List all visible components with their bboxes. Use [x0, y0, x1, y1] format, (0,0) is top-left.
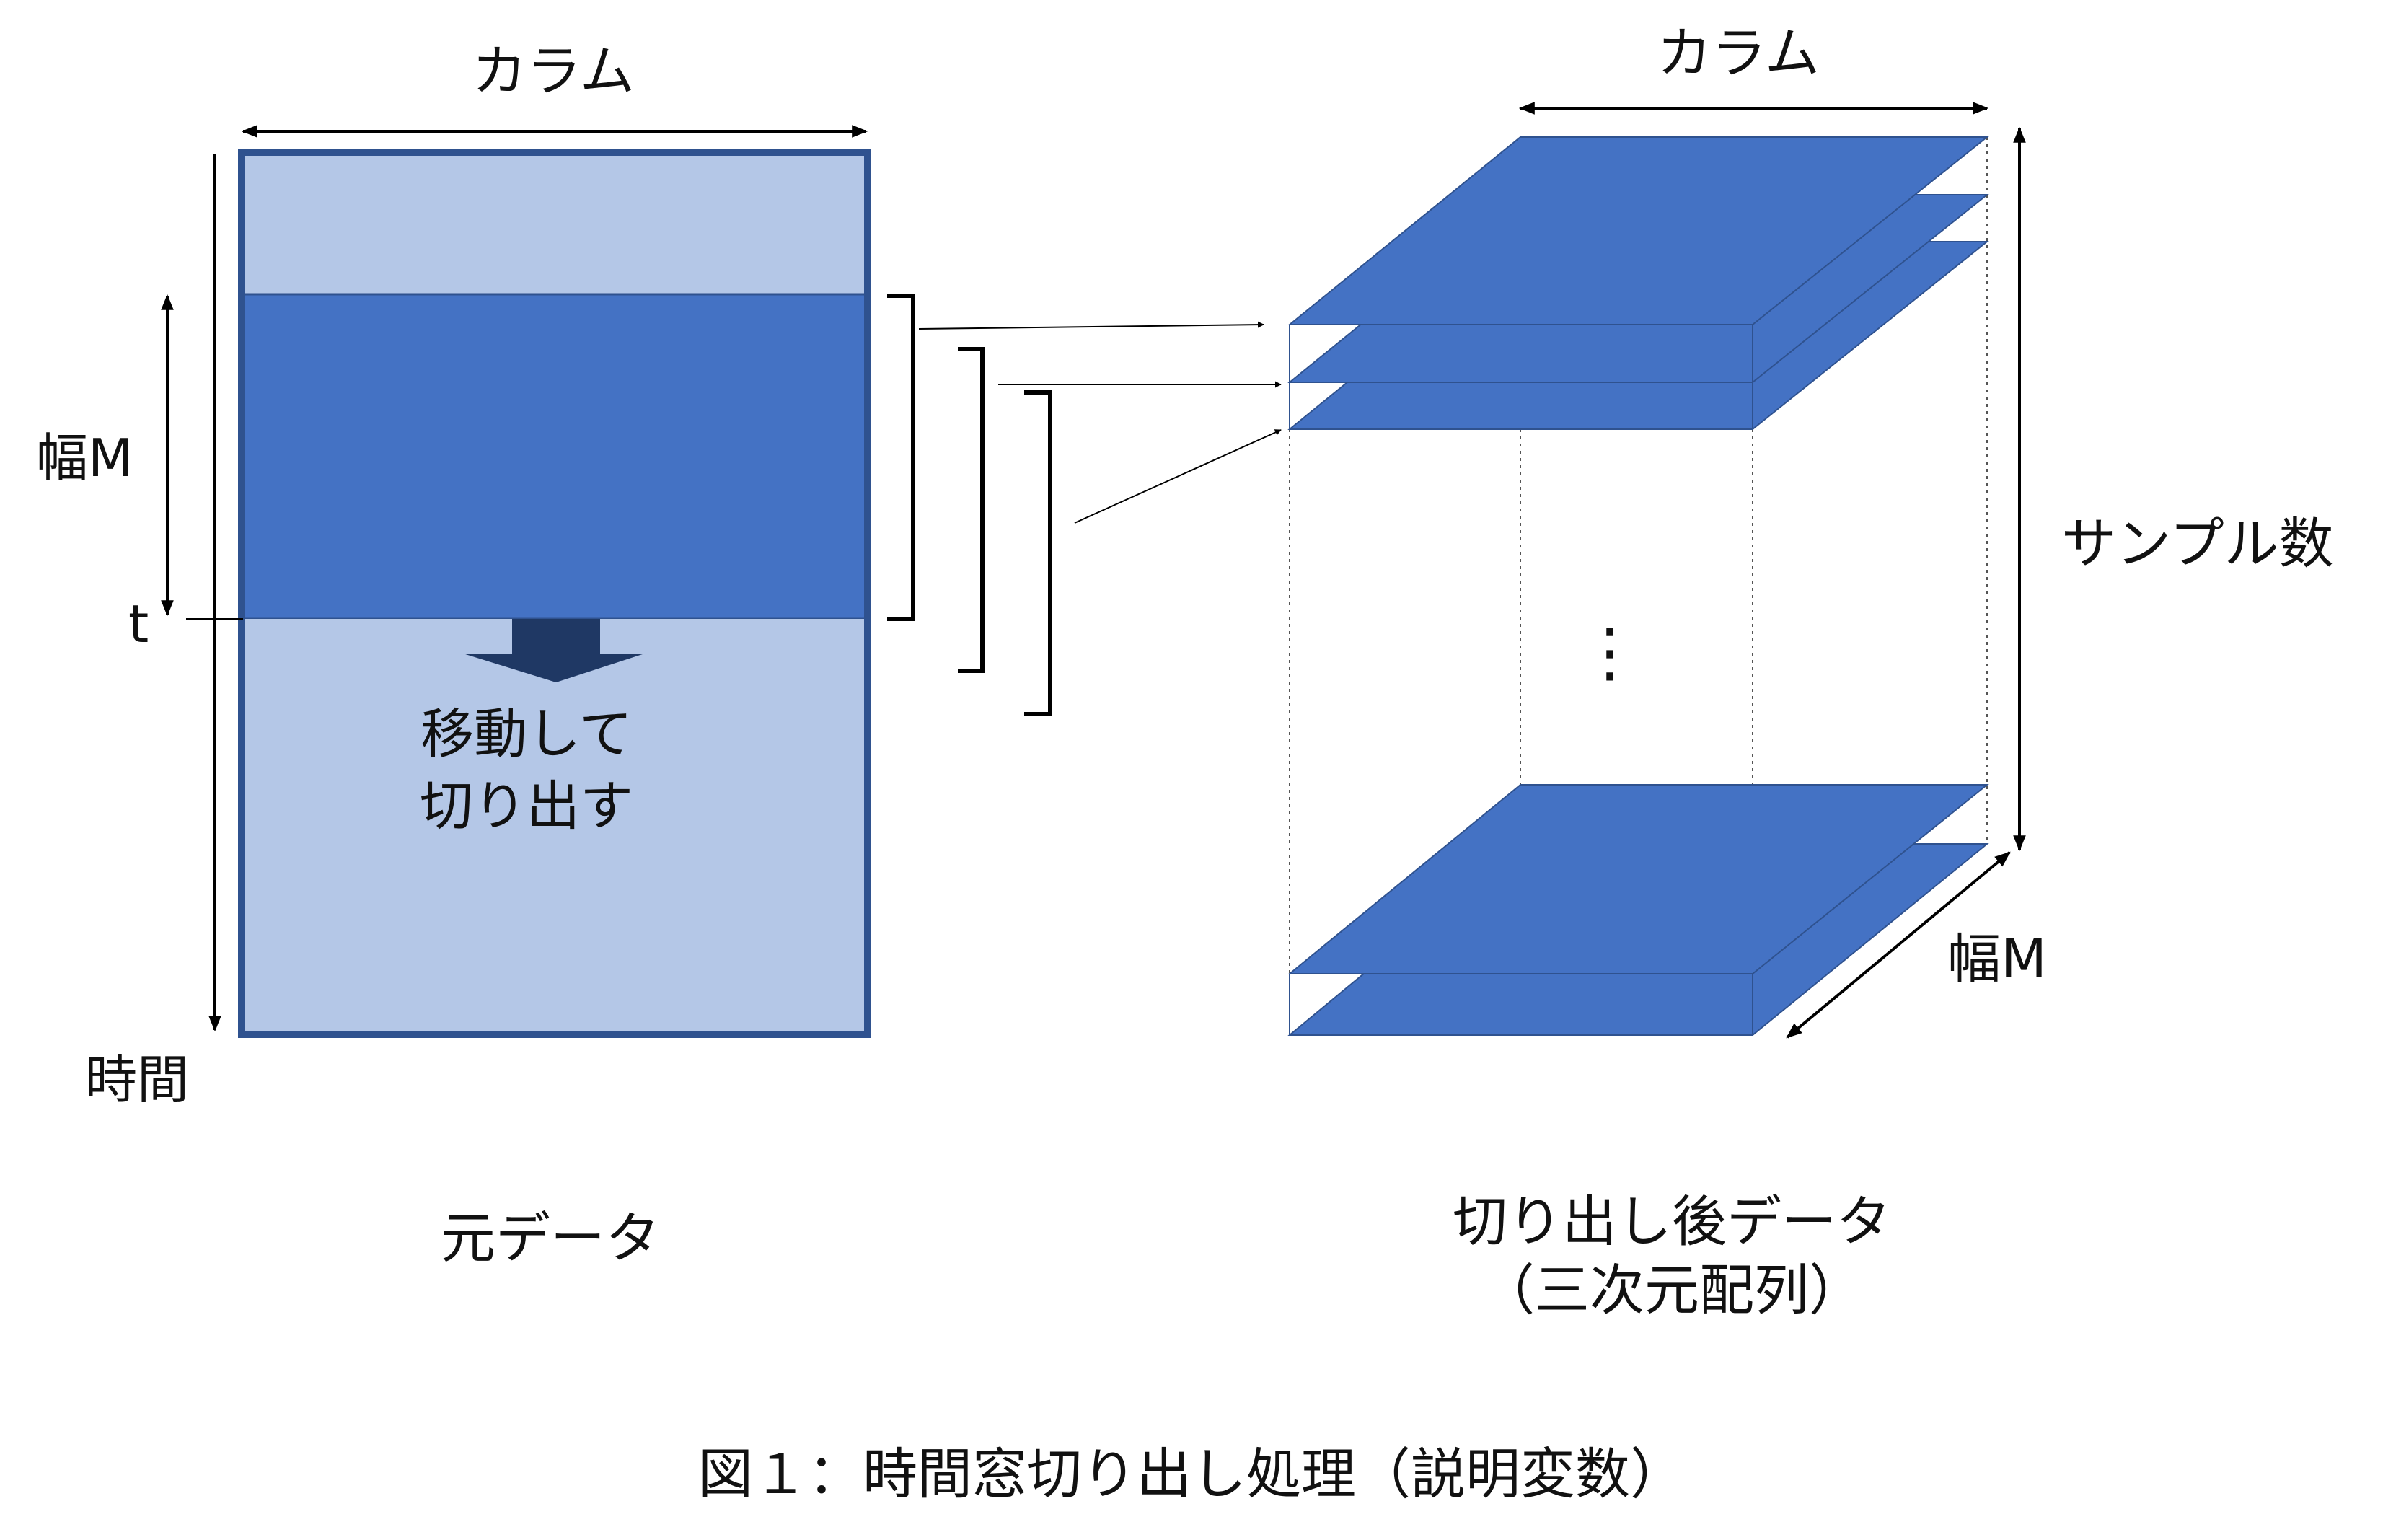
original-data-label: 元データ	[441, 1206, 660, 1270]
figure-caption: 図１：時間窓切り出し処理（説明変数）	[698, 1442, 1685, 1506]
move-label-line1: 移動して	[420, 703, 633, 765]
after-data-label-line2: （三次元配列）	[1480, 1258, 1864, 1322]
window-width-label-left: 幅M	[36, 428, 133, 488]
sample-count-label: サンプル数	[2061, 511, 2334, 576]
window-brackets	[887, 294, 1052, 716]
left-column-label: カラム	[472, 39, 635, 103]
data-region-top	[243, 154, 866, 294]
after-data-label-line1: 切り出し後データ	[1453, 1189, 1891, 1254]
slice-arrow-1	[918, 321, 1264, 330]
bracket-1	[887, 294, 915, 621]
bracket-3	[1024, 390, 1052, 716]
data-region-bottom	[243, 619, 866, 1033]
bracket-2	[958, 347, 985, 673]
slice-arrow-3	[1074, 429, 1282, 524]
data-block-border	[238, 149, 871, 1038]
window-slice-n-minus-1	[1287, 784, 1989, 974]
t-marker-label: t	[128, 594, 149, 654]
original-data-block	[238, 149, 871, 1038]
move-down-arrow-icon	[463, 619, 645, 682]
right-column-label: カラム	[1657, 21, 1820, 85]
ellipsis-label: ⋮	[1577, 615, 1642, 690]
window-region	[242, 293, 868, 620]
array-edge-lines	[1289, 325, 1753, 1035]
window-slice-1	[1287, 136, 1989, 325]
window-width-label-right: 幅M	[1947, 928, 2047, 990]
window-width-arrow-right	[1786, 851, 2011, 1039]
move-label-line2: 切り出す	[420, 775, 633, 837]
time-axis-label: 時間	[85, 1050, 189, 1110]
